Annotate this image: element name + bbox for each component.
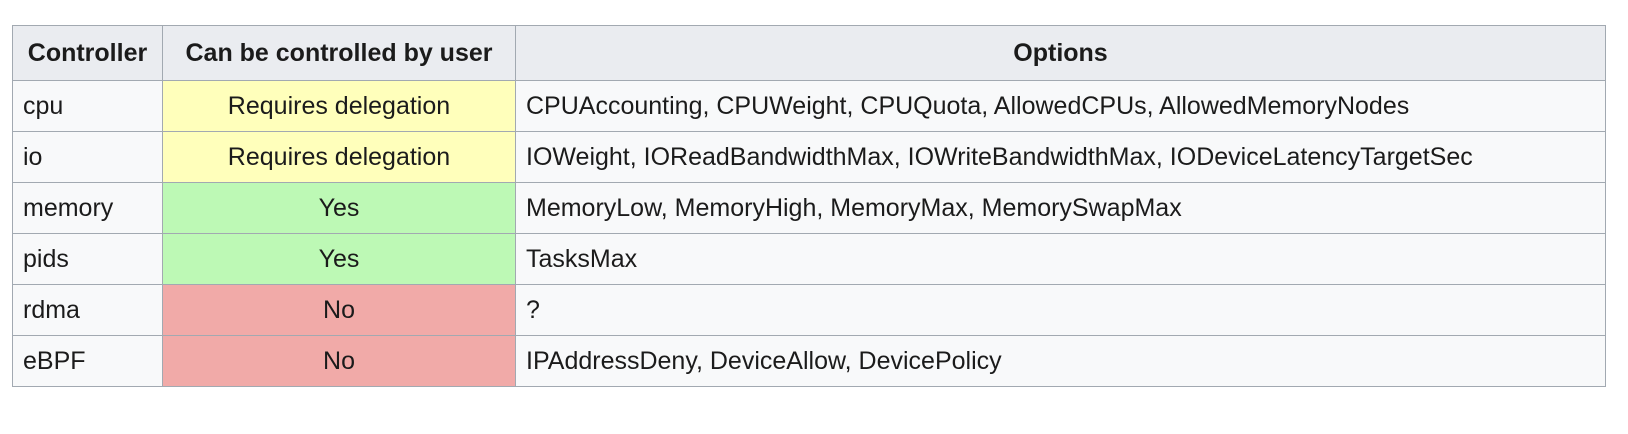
table-header-row: Controller Can be controlled by user Opt… xyxy=(12,25,1606,81)
cell-controller-name: cpu xyxy=(12,80,163,132)
cell-options-list: MemoryLow, MemoryHigh, MemoryMax, Memory… xyxy=(515,182,1606,234)
cell-options-list: TasksMax xyxy=(515,233,1606,285)
cell-user-controllable-status: Yes xyxy=(162,182,516,234)
cell-options-list: IOWeight, IOReadBandwidthMax, IOWriteBan… xyxy=(515,131,1606,183)
cell-user-controllable-status: Requires delegation xyxy=(162,80,516,132)
controllers-table-container: Controller Can be controlled by user Opt… xyxy=(12,25,1606,387)
cell-options-list: IPAddressDeny, DeviceAllow, DevicePolicy xyxy=(515,335,1606,387)
cell-controller-name: memory xyxy=(12,182,163,234)
column-header-can-be-controlled-by-user: Can be controlled by user xyxy=(162,25,516,81)
column-header-options: Options xyxy=(515,25,1606,81)
cell-controller-name: eBPF xyxy=(12,335,163,387)
cell-options-list: CPUAccounting, CPUWeight, CPUQuota, Allo… xyxy=(515,80,1606,132)
table-header: Controller Can be controlled by user Opt… xyxy=(12,25,1606,81)
cell-controller-name: pids xyxy=(12,233,163,285)
cell-user-controllable-status: Requires delegation xyxy=(162,131,516,183)
cell-controller-name: io xyxy=(12,131,163,183)
column-header-controller: Controller xyxy=(12,25,163,81)
cell-user-controllable-status: Yes xyxy=(162,233,516,285)
cell-options-list: ? xyxy=(515,284,1606,336)
cgroup-controllers-table: Controller Can be controlled by user Opt… xyxy=(12,25,1606,387)
cell-user-controllable-status: No xyxy=(162,284,516,336)
cell-user-controllable-status: No xyxy=(162,335,516,387)
cell-controller-name: rdma xyxy=(12,284,163,336)
